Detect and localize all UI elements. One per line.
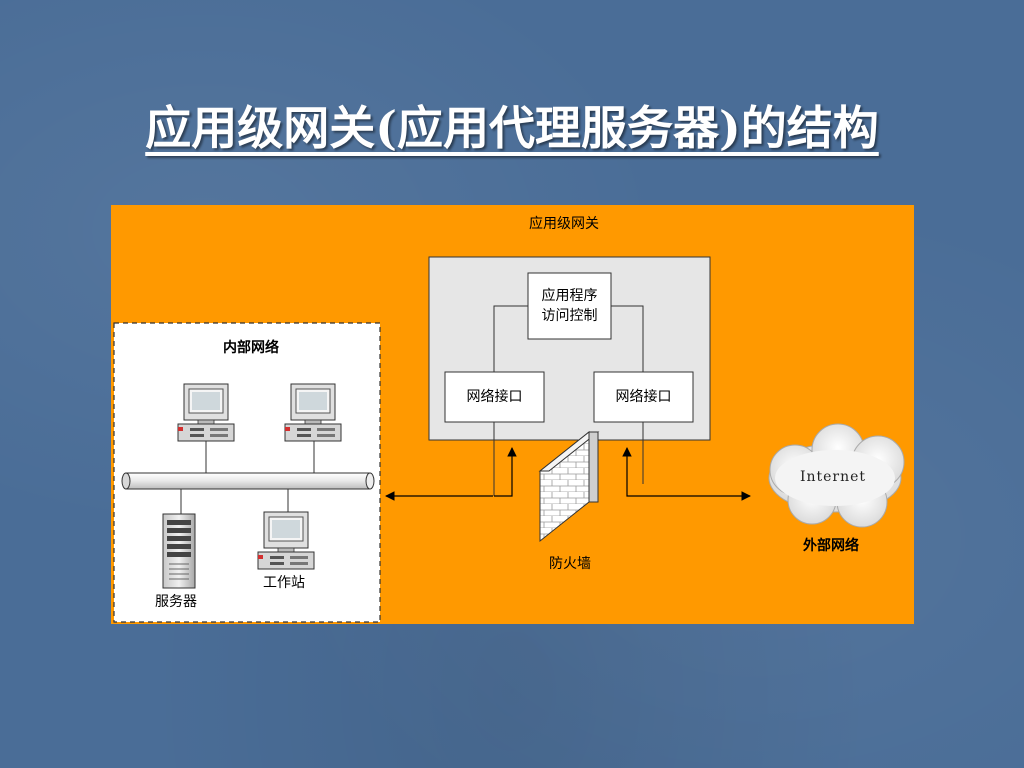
desktop-computer-icon [177, 383, 235, 442]
network-interface-left [444, 371, 545, 423]
internet-label: Internet [800, 469, 866, 485]
access-control-label-line2: 访问控制 [542, 308, 598, 324]
arrow-up-right [622, 447, 645, 497]
network-interface-right [593, 371, 694, 423]
external-network-label: 外部网络 [803, 537, 859, 554]
network-bus [121, 472, 375, 490]
connector-right [611, 305, 644, 372]
network-interface-right-label: 网络接口 [616, 388, 672, 405]
desktop-computer-icon [257, 511, 315, 570]
firewall-label: 防火墙 [549, 556, 591, 572]
server-label: 服务器 [155, 594, 197, 610]
firewall-brick-wall-icon [538, 430, 600, 543]
internal-network-label: 内部网络 [223, 339, 279, 356]
arrow-up-left [494, 447, 517, 497]
internet-cloud-icon [768, 423, 905, 528]
workstation-label: 工作站 [263, 575, 305, 591]
slide-title: 应用级网关(应用代理服务器)的结构 [145, 101, 879, 155]
connector-left [493, 305, 528, 372]
network-interface-left-label: 网络接口 [467, 388, 523, 405]
access-control-label-line1: 应用程序 [542, 287, 598, 304]
access-control-box [527, 272, 612, 340]
desktop-computer-icon [284, 383, 342, 442]
server-tower-icon [162, 513, 196, 589]
gateway-label: 应用级网关 [529, 215, 599, 232]
